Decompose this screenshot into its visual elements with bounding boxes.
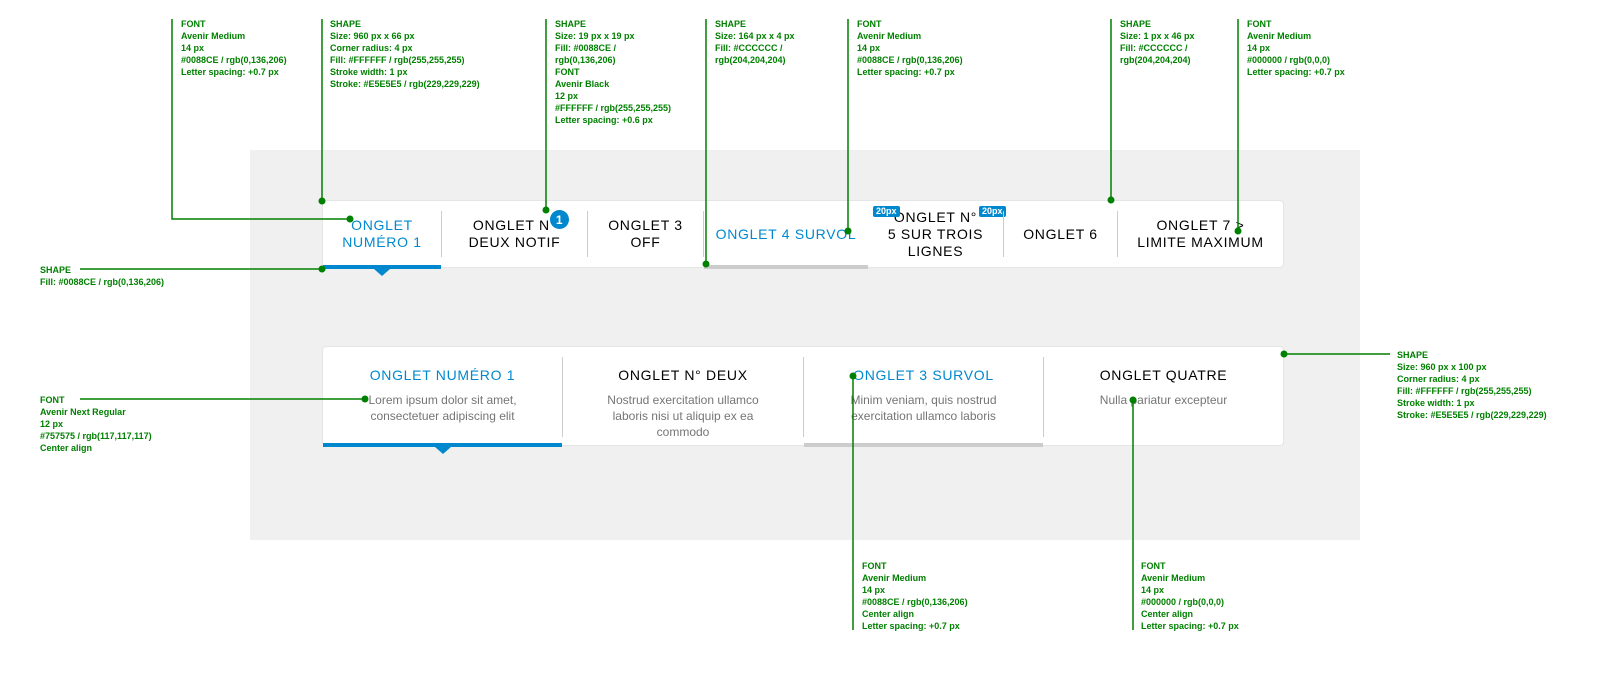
tab-onglet-numero-1[interactable]: ONGLET NUMÉRO 1 Lorem ipsum dolor sit am… — [323, 347, 562, 445]
tab-onglet-3[interactable]: ONGLET 3 OFF — [588, 201, 703, 267]
tab-label: ONGLET 7 > LIMITE MAXIMUM — [1137, 217, 1264, 250]
tab-separator — [1003, 211, 1004, 257]
tab-title: ONGLET N° DEUX — [618, 367, 748, 383]
bottom-tab-bar: ONGLET NUMÉRO 1 Lorem ipsum dolor sit am… — [322, 346, 1284, 454]
tab-separator — [562, 357, 563, 437]
tab-description: Nulla pariatur excepteur — [1099, 393, 1228, 407]
tab-description: Nostrud exercitation ullamco laboris nis… — [607, 393, 759, 439]
tab-onglet-4[interactable]: ONGLET 4 SURVOL — [704, 201, 868, 267]
tab-description: Lorem ipsum dolor sit amet, consectetuer… — [368, 393, 517, 423]
tab-onglet-7[interactable]: ONGLET 7 > LIMITE MAXIMUM — [1118, 201, 1283, 267]
active-indicator — [323, 443, 562, 447]
tab-title: ONGLET NUMÉRO 1 — [369, 367, 516, 383]
tab-onglet-5[interactable]: ONGLET N° 5 SUR TROIS LIGNES — [868, 201, 1003, 267]
spacing-measure-right: 20px — [979, 206, 1006, 217]
hover-indicator — [804, 443, 1043, 447]
tab-label: ONGLET NUMÉRO 1 — [342, 217, 422, 250]
tab-title: ONGLET QUATRE — [1099, 367, 1228, 383]
tab-onglet-quatre[interactable]: ONGLET QUATRE Nulla pariatur excepteur — [1044, 347, 1283, 445]
tab-separator — [441, 211, 442, 257]
tab-separator — [587, 211, 588, 257]
tab-separator — [803, 357, 804, 437]
tab-onglet-3-survol[interactable]: ONGLET 3 SURVOL Minim veniam, quis nostr… — [804, 347, 1043, 445]
tab-onglet-deux[interactable]: ONGLET N° DEUX Nostrud exercitation ulla… — [563, 347, 803, 445]
notification-badge: 1 — [550, 210, 569, 229]
spacing-measure-left: 20px — [873, 206, 900, 217]
tab-label: ONGLET 4 SURVOL — [715, 225, 857, 242]
top-tab-bar: ONGLET NUMÉRO 1 ONGLET N° DEUX NOTIF 1 O… — [322, 200, 1284, 276]
tab-label: ONGLET N° 5 SUR TROIS LIGNES — [887, 208, 984, 259]
tab-onglet-6[interactable]: ONGLET 6 — [1004, 201, 1117, 267]
tab-label: ONGLET 6 — [1023, 225, 1098, 242]
tab-description: Minim veniam, quis nostrud exercitation … — [850, 393, 997, 423]
active-indicator — [323, 265, 441, 269]
tab-separator — [1043, 357, 1044, 437]
hover-indicator — [704, 265, 868, 269]
active-arrow — [374, 269, 390, 276]
tab-onglet-1[interactable]: ONGLET NUMÉRO 1 — [323, 201, 441, 267]
tab-title: ONGLET 3 SURVOL — [853, 367, 994, 383]
tab-label: ONGLET 3 OFF — [608, 217, 683, 250]
tab-separator — [703, 211, 704, 257]
active-arrow — [435, 447, 451, 454]
tab-separator — [1117, 211, 1118, 257]
